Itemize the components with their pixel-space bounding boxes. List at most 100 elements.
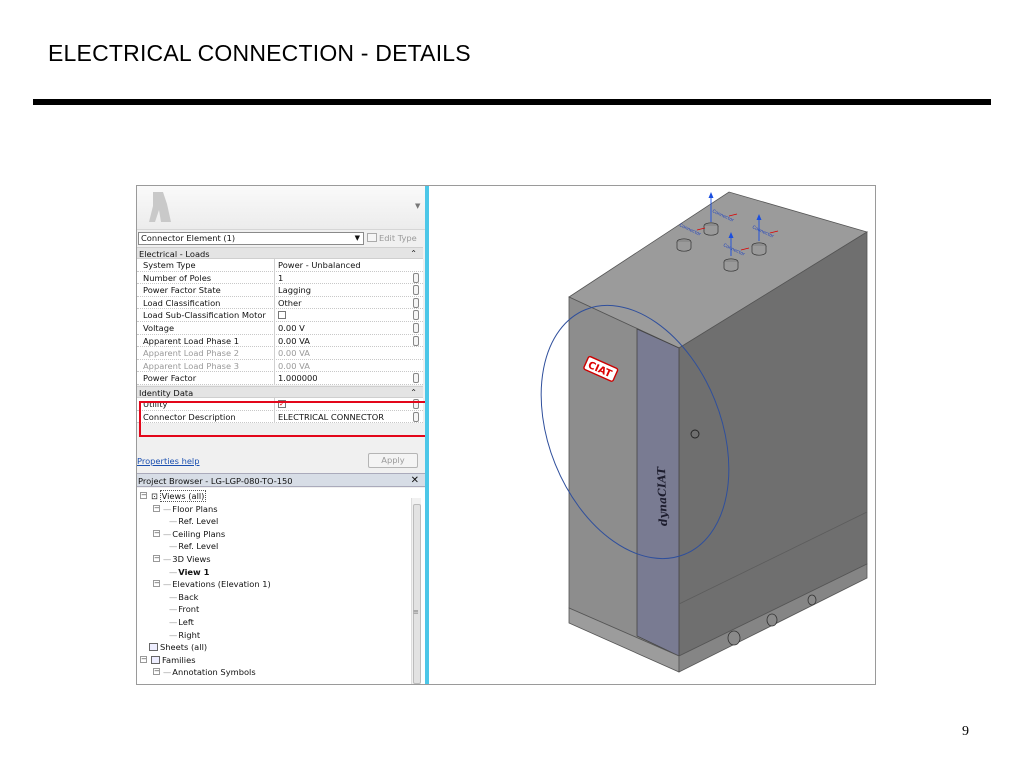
property-label: Load Classification: [143, 297, 221, 308]
property-label: Power Factor: [143, 373, 197, 384]
properties-help-link[interactable]: Properties help: [137, 456, 200, 466]
families-icon: [151, 655, 160, 664]
project-browser-header: Project Browser - LG-LGP-080-TO-150 ✕: [137, 473, 425, 487]
tree-item-floor-plans[interactable]: − —Floor Plans: [153, 503, 218, 515]
apply-button[interactable]: Apply: [368, 453, 418, 468]
tree-line: —: [163, 579, 172, 590]
top-connector[interactable]: [703, 192, 719, 236]
collapse-icon[interactable]: −: [153, 528, 160, 537]
collapse-icon[interactable]: −: [153, 579, 160, 588]
associate-parameter-button[interactable]: [413, 335, 419, 346]
property-value[interactable]: 0.00 VA: [274, 334, 410, 348]
tree-line: —: [163, 503, 172, 514]
plinth-line: [678, 511, 868, 605]
chevron-down-icon: ▼: [354, 234, 360, 242]
property-value[interactable]: 0.00 V: [274, 322, 410, 335]
tree-line: —: [163, 528, 172, 539]
property-value[interactable]: 1: [274, 271, 410, 285]
associate-parameter-button[interactable]: [413, 272, 419, 283]
associate-parameter-button[interactable]: [413, 297, 419, 308]
property-label: Load Sub-Classification Motor: [143, 310, 266, 321]
type-preview: ▼: [137, 186, 425, 230]
property-value[interactable]: Other: [274, 296, 410, 310]
property-value: [274, 309, 410, 322]
tree-item-label: Ceiling Plans: [172, 528, 226, 539]
collapse-icon: ⌃: [410, 249, 417, 258]
edit-type-label: Edit Type: [379, 233, 417, 243]
flow-arrow: [696, 227, 706, 231]
section-identity-data[interactable]: Identity Data ⌃: [137, 385, 423, 398]
collapse-icon[interactable]: −: [140, 654, 147, 663]
panel-splitter[interactable]: [425, 186, 429, 684]
property-row: Power Factor State Lagging: [137, 284, 423, 297]
associate-parameter-button[interactable]: [413, 323, 419, 333]
property-value: 0.00 VA: [274, 359, 410, 373]
associate-parameter-button[interactable]: [413, 399, 419, 409]
tree-line: —: [169, 617, 178, 627]
motor-checkbox[interactable]: [278, 311, 286, 320]
edit-type-button[interactable]: Edit Type: [367, 232, 417, 245]
flow-arrow: [769, 230, 779, 234]
tree-item-annotation-symbols[interactable]: − —Annotation Symbols: [153, 666, 256, 678]
property-row: Load Sub-Classification Motor: [137, 309, 423, 322]
tree-item-ref-level[interactable]: —Ref. Level: [169, 515, 218, 527]
section-title: Electrical - Loads: [139, 249, 210, 259]
tree-item-label: Back: [178, 591, 199, 602]
property-value[interactable]: ELECTRICAL CONNECTOR: [274, 410, 410, 424]
property-value[interactable]: Power - Unbalanced: [274, 259, 410, 272]
tree-item-view-1[interactable]: —View 1: [169, 566, 209, 578]
tree-line: —: [169, 516, 178, 527]
pipe-hole: [807, 594, 817, 606]
utility-checkbox[interactable]: ✓: [278, 400, 286, 408]
collapse-icon[interactable]: −: [153, 667, 160, 676]
associate-parameter-button[interactable]: [413, 285, 419, 296]
electrical-connector-point[interactable]: [690, 429, 700, 439]
scrollbar-thumb[interactable]: [413, 504, 421, 684]
tree-line: —: [163, 554, 172, 564]
property-row: Apparent Load Phase 2 0.00 VA: [137, 347, 423, 360]
3d-viewport[interactable]: CIAT dynaCIAT: [429, 186, 875, 684]
tree-item-back[interactable]: —Back: [169, 591, 198, 603]
project-browser-scrollbar[interactable]: ≡: [411, 498, 421, 684]
top-connector[interactable]: [676, 238, 692, 252]
tree-item-families[interactable]: − Families: [139, 654, 196, 666]
tree-item-ceiling-plans[interactable]: − —Ceiling Plans: [153, 528, 225, 540]
property-value[interactable]: Lagging: [274, 284, 410, 297]
property-value: 0.00 VA: [274, 347, 410, 360]
close-icon[interactable]: ✕: [410, 475, 419, 486]
chevron-down-icon[interactable]: ▼: [415, 202, 421, 210]
tree-item-left[interactable]: —Left: [169, 616, 194, 628]
property-row: Voltage 0.00 V: [137, 322, 423, 335]
tree-item-right[interactable]: —Right: [169, 629, 200, 641]
grip-icon: ≡: [413, 608, 419, 616]
tree-item-label: Elevations (Elevation 1): [172, 579, 271, 590]
collapse-icon[interactable]: −: [140, 491, 147, 499]
tree-item-ref-level[interactable]: —Ref. Level: [169, 540, 218, 552]
collapse-icon[interactable]: −: [153, 503, 160, 512]
property-value[interactable]: 1.000000: [274, 372, 410, 385]
property-label: Power Factor State: [143, 285, 221, 296]
property-row: Apparent Load Phase 1 0.00 VA: [137, 334, 423, 348]
title-divider: [33, 99, 991, 105]
tree-item-sheets[interactable]: Sheets (all): [149, 641, 207, 653]
element-type-select[interactable]: Connector Element (1) ▼: [138, 232, 364, 245]
collapse-icon[interactable]: −: [153, 554, 160, 562]
tree-item-label: Ref. Level: [178, 516, 219, 527]
top-connector[interactable]: [723, 232, 739, 272]
tree-line: —: [169, 629, 178, 640]
tree-item-front[interactable]: —Front: [169, 603, 199, 615]
tree-item-label: Annotation Symbols: [172, 667, 256, 678]
properties-panel: ▼ Connector Element (1) ▼ Edit Type Elec…: [137, 186, 425, 684]
associate-parameter-button[interactable]: [413, 373, 419, 384]
tree-item-3d-views[interactable]: − —3D Views: [153, 553, 211, 565]
property-label: Connector Description: [143, 411, 236, 422]
side-label: dynaCIAT: [655, 466, 670, 526]
tree-item-elevations[interactable]: − —Elevations (Elevation 1): [153, 578, 271, 590]
pipe-hole: [727, 630, 741, 646]
associate-parameter-button[interactable]: [413, 310, 419, 321]
project-browser-title: Project Browser - LG-LGP-080-TO-150: [138, 476, 293, 486]
section-electrical-loads[interactable]: Electrical - Loads ⌃: [137, 247, 423, 259]
top-connector[interactable]: [751, 214, 767, 256]
tree-item-views[interactable]: − ⊡ Views (all): [139, 490, 207, 502]
associate-parameter-button[interactable]: [413, 411, 419, 422]
